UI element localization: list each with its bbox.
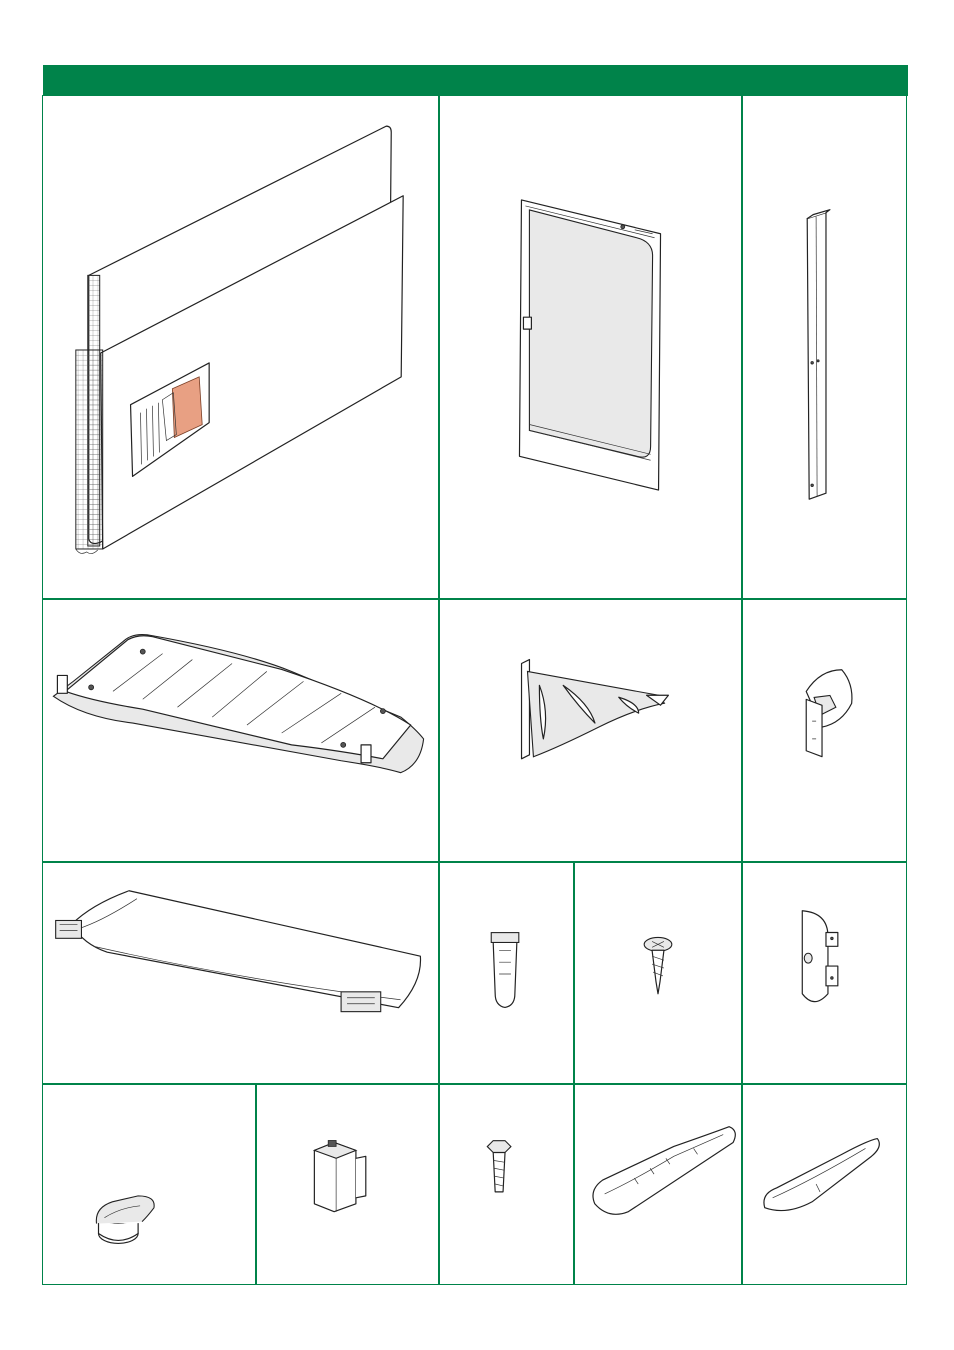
trim-cap-icon: [575, 1085, 741, 1284]
shelf-bracket-icon: [440, 600, 741, 861]
clip-block-icon: [257, 1085, 438, 1284]
wall-anchor-icon: [440, 863, 573, 1083]
back-panels-icon: [43, 96, 438, 598]
cell-screw: [574, 862, 742, 1084]
header-bar: [43, 65, 908, 96]
screw-icon: [575, 863, 741, 1083]
hex-bolt-icon: [440, 1085, 573, 1284]
cell-rail: [742, 95, 907, 599]
cell-trim: [574, 1084, 742, 1285]
cell-door: [439, 95, 742, 599]
knob-icon: [43, 1085, 255, 1284]
latch-clip-icon: [743, 600, 906, 861]
cell-base: [42, 599, 439, 862]
base-tray-icon: [43, 600, 438, 861]
mounting-plate-icon: [743, 863, 906, 1083]
cell-knob: [42, 1084, 256, 1285]
cell-bolt: [439, 1084, 574, 1285]
door-icon: [440, 96, 741, 598]
handle-icon: [743, 1085, 906, 1284]
top-cover-icon: [43, 863, 438, 1083]
cell-panels: [42, 95, 439, 599]
cell-anchor: [439, 862, 574, 1084]
vertical-rail-icon: [743, 96, 906, 598]
cell-bracket: [439, 599, 742, 862]
cell-top: [42, 862, 439, 1084]
cell-clip: [256, 1084, 439, 1285]
cell-handle: [742, 1084, 907, 1285]
parts-grid: [43, 96, 908, 1286]
cell-plate: [742, 862, 907, 1084]
cell-latch: [742, 599, 907, 862]
